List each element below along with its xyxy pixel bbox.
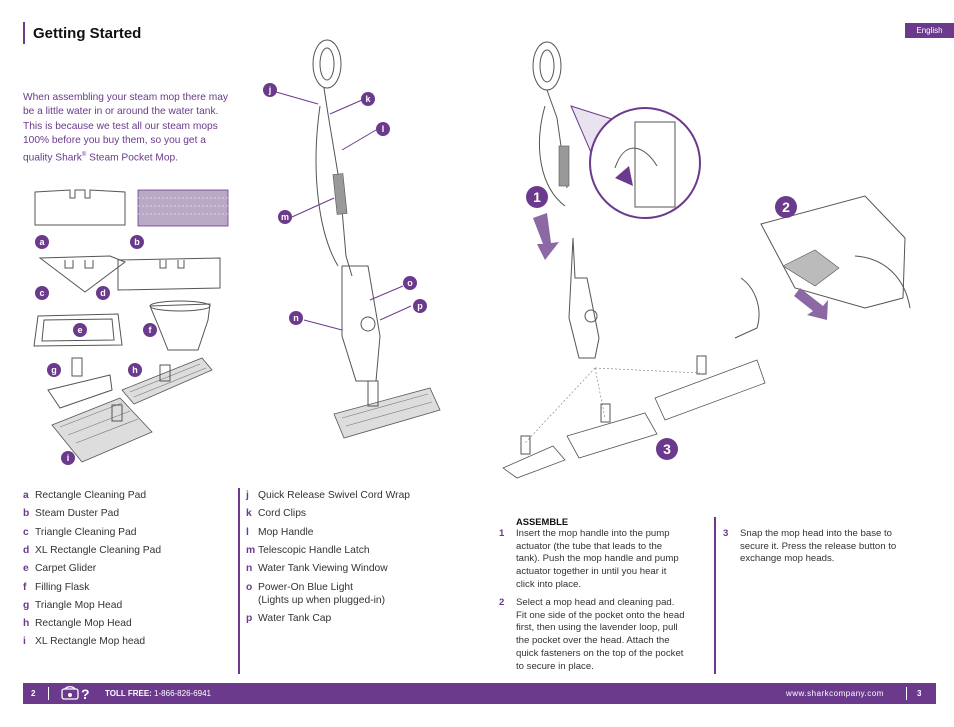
list-item: (Lights up when plugged-in) — [258, 595, 386, 606]
label-c: c — [35, 286, 49, 300]
label-l: l — [376, 122, 390, 136]
step-badge-3: 3 — [656, 438, 678, 460]
step-badge-2: 2 — [775, 196, 797, 218]
mop-illustration — [312, 39, 441, 439]
label-d: d — [96, 286, 110, 300]
footer-divider-right — [906, 687, 907, 700]
assemble-heading: ASSEMBLE — [516, 516, 569, 527]
language-tab[interactable]: English — [905, 23, 954, 38]
label-a: a — [35, 235, 49, 249]
label-b: b — [130, 235, 144, 249]
phone-question-icon: ? — [61, 683, 95, 707]
label-f: f — [143, 323, 157, 337]
label-k: k — [361, 92, 375, 106]
accessories-illustration — [33, 189, 229, 463]
label-e: e — [73, 323, 87, 337]
top-left-divider — [23, 22, 25, 44]
intro-text: When assembling your steam mop there may… — [23, 92, 228, 164]
label-g: g — [47, 363, 61, 377]
label-j: j — [263, 83, 277, 97]
page-title: Getting Started — [33, 25, 142, 42]
footer-bar: 2 ? TOLL FREE: 1-866-826-6941 www.sharkc… — [23, 683, 936, 704]
assembly-illustration — [502, 41, 911, 479]
step-badge-1: 1 — [526, 186, 548, 208]
step-2-text: Select a mop head and cleaning pad.Fit o… — [516, 597, 685, 672]
toll-free-text: TOLL FREE: 1-866-826-6941 — [105, 689, 211, 698]
step-number-3: 3 — [723, 528, 729, 539]
step-number-1: 1 — [499, 528, 505, 539]
page-number-right: 3 — [917, 689, 922, 698]
label-p: p — [413, 299, 427, 313]
svg-text:?: ? — [81, 686, 90, 702]
page-number-left: 2 — [31, 689, 36, 698]
label-m: m — [278, 210, 292, 224]
label-h: h — [128, 363, 142, 377]
column-divider-right — [714, 517, 716, 674]
footer-divider-left — [48, 687, 49, 700]
label-n: n — [289, 311, 303, 325]
website-link[interactable]: www.sharkcompany.com — [786, 689, 884, 698]
column-divider-left — [238, 488, 240, 674]
label-i: i — [61, 451, 75, 465]
label-o: o — [403, 276, 417, 290]
step-number-2: 2 — [499, 597, 505, 608]
